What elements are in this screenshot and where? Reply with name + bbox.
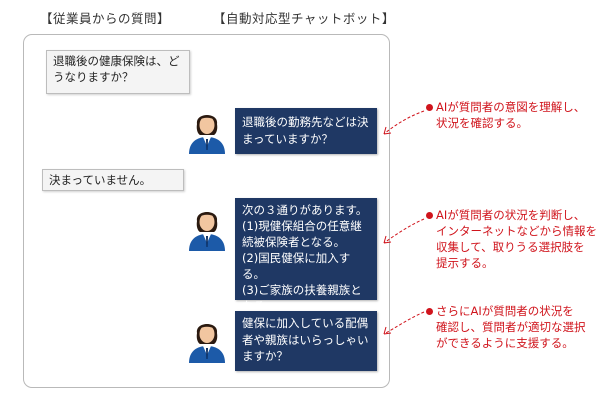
bullet-dot-icon (426, 212, 433, 219)
chatbot-column-header: 【自動対応型チャットボット】 (213, 11, 395, 26)
annotation-note-3-text: さらにAIが質問者の状況を 確認し、質問者が適切な選択 ができるように支援する。 (436, 304, 586, 350)
employee-question-1-text: 退職後の健康保険は、どうなりますか？ (53, 54, 180, 84)
employee-column-header: 【従業員からの質問】 (40, 11, 171, 26)
operator-avatar-icon (189, 115, 225, 154)
bullet-dot-icon (426, 104, 433, 111)
employee-question-1: 退職後の健康保険は、どうなりますか？ (46, 50, 190, 94)
annotation-note-2-text: AIが質問者の状況を判断し、 インターネットなどから情報を 収集して、取りうる選… (436, 208, 597, 270)
employee-question-2: 決まっていません。 (42, 169, 184, 191)
chatbot-answer-1-text: 退職後の勤務先などは決まっていますか？ (242, 115, 369, 146)
annotation-note-3: さらにAIが質問者の状況を 確認し、質問者が適切な選択 ができるように支援する。 (426, 303, 598, 351)
chatbot-answer-2: 次の３通りがあります。 (1)現健保組合の任意継続被保険者となる。 (2)国民健… (235, 198, 377, 313)
operator-avatar-icon (189, 212, 225, 251)
annotation-note-1: AIが質問者の意図を理解し、 状況を確認する。 (426, 99, 598, 131)
chatbot-answer-3: 健保に加入している配偶者や親族はいらっしゃいますか？ (235, 311, 377, 371)
annotation-note-1-text: AIが質問者の意図を理解し、 状況を確認する。 (436, 100, 586, 130)
chatbot-answer-2-text: 次の３通りがあります。 (1)現健保組合の任意継続被保険者となる。 (2)国民健… (242, 203, 368, 313)
employee-question-2-text: 決まっていません。 (49, 173, 152, 187)
chatbot-answer-3-text: 健保に加入している配偶者や親族はいらっしゃいますか？ (242, 316, 369, 363)
operator-avatar-icon (189, 324, 225, 363)
annotation-note-2: AIが質問者の状況を判断し、 インターネットなどから情報を 収集して、取りうる選… (426, 207, 598, 271)
bullet-dot-icon (426, 308, 433, 315)
chatbot-answer-1: 退職後の勤務先などは決まっていますか？ (235, 108, 377, 154)
